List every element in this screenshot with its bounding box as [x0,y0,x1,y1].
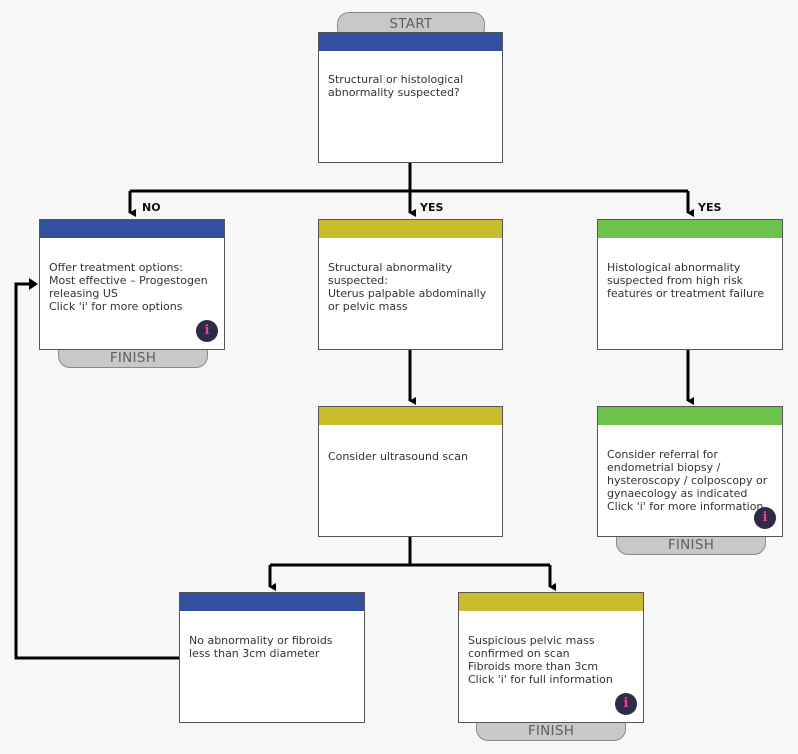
node-treatment-options-text: Offer treatment options: Most effective … [49,261,208,313]
info-icon[interactable]: i [615,693,637,715]
node-referral[interactable]: Consider referral for endometrial biopsy… [597,406,783,537]
node-no-abnormality[interactable]: No abnormality or fibroids less than 3cm… [179,592,365,723]
info-icon[interactable]: i [196,320,218,342]
node-header-bar [459,593,643,611]
node-structural-abnormality-text: Structural abnormality suspected: Uterus… [328,261,487,313]
node-header-bar [319,33,502,51]
node-header-bar [180,593,364,611]
node-header-bar [319,407,502,425]
node-header-bar [40,220,224,238]
finish-label: FINISH [667,537,715,553]
start-label: START [389,16,433,32]
node-header-bar [598,220,782,238]
node-header-bar [598,407,782,425]
node-referral-text: Consider referral for endometrial biopsy… [607,448,768,513]
node-header-bar [319,220,502,238]
finish-label: FINISH [109,350,157,366]
loop-back-connector [14,282,180,660]
node-structural-abnormality[interactable]: Structural abnormality suspected: Uterus… [318,219,503,350]
loop-back-arrowhead [29,278,38,290]
node-ultrasound-scan[interactable]: Consider ultrasound scan [318,406,503,537]
node-histological-abnormality-text: Histological abnormality suspected from … [607,261,765,300]
node-suspicious-pelvic-mass-text: Suspicious pelvic mass confirmed on scan… [468,634,613,686]
branch-label-yes-structural: YES [420,201,444,214]
info-icon[interactable]: i [754,507,776,529]
node-ultrasound-scan-text: Consider ultrasound scan [328,450,468,463]
node-no-abnormality-text: No abnormality or fibroids less than 3cm… [189,634,333,660]
node-suspicious-pelvic-mass[interactable]: Suspicious pelvic mass confirmed on scan… [458,592,644,723]
node-start-question[interactable]: Structural or histological abnormality s… [318,32,503,163]
node-start-question-text: Structural or histological abnormality s… [328,73,464,99]
finish-label: FINISH [527,723,575,739]
node-treatment-options[interactable]: Offer treatment options: Most effective … [39,219,225,350]
branch-label-no: NO [142,201,161,214]
node-histological-abnormality[interactable]: Histological abnormality suspected from … [597,219,783,350]
branch-label-yes-histological: YES [698,201,722,214]
